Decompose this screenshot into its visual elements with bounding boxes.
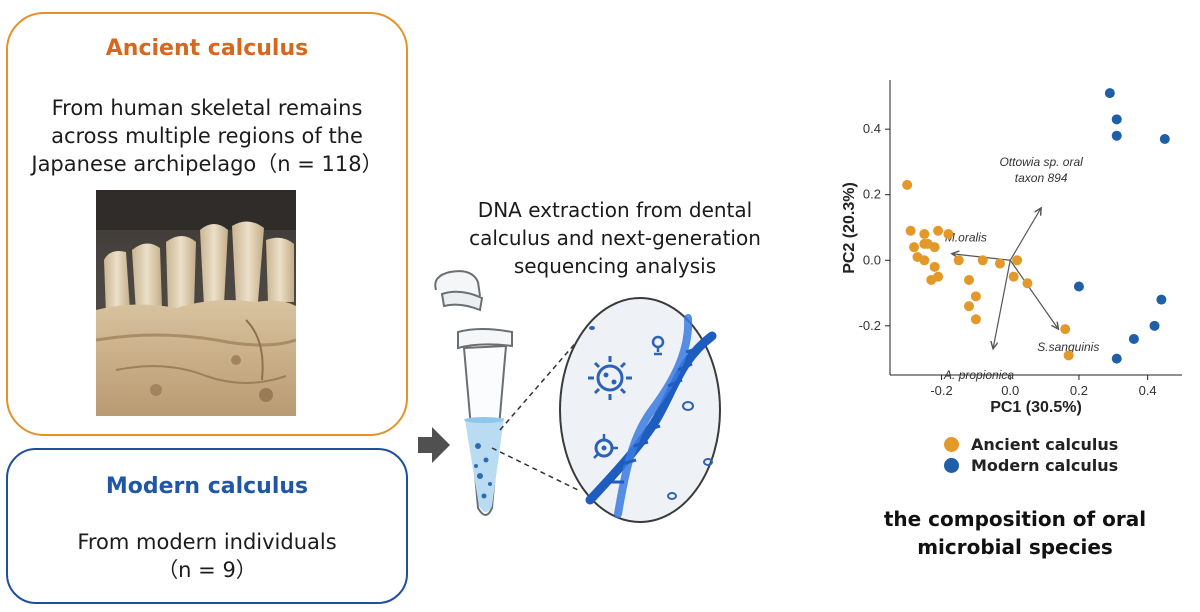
- loading-label: M.oralis: [945, 231, 987, 245]
- modern-calculus-title: Modern calculus: [105, 474, 309, 499]
- process-line-2: calculus and next-generation: [469, 226, 761, 250]
- ancient-desc-line-3: Japanese archipelago（n = 118）: [31, 152, 383, 176]
- right-arrow-icon: [418, 427, 450, 463]
- legend-modern-label: Modern calculus: [971, 456, 1119, 475]
- ancient-data-point: [933, 225, 944, 236]
- ancient-data-point: [970, 291, 981, 302]
- x-axis-ticks: -0.2 0.0 0.2 0.4: [930, 375, 1157, 398]
- ancient-data-point: [933, 271, 944, 282]
- y-tick-label: -0.2: [859, 318, 881, 333]
- modern-data-point: [1149, 320, 1160, 331]
- ancient-data-point: [1008, 271, 1019, 282]
- y-tick-label: 0.2: [863, 187, 881, 202]
- modern-data-point: [1111, 130, 1122, 141]
- skeletal-teeth-photo: [96, 190, 296, 416]
- loading-vectors: Ottowia sp. oral taxon 894M.oralisS.sangu…: [943, 155, 1099, 382]
- y-axis-ticks: 0.4 0.2 0.0 -0.2: [859, 121, 890, 333]
- modern-calculus-description: From modern individuals （n = 9）: [8, 528, 406, 584]
- ancient-data-point: [1063, 350, 1074, 361]
- sequencing-illustration: [434, 270, 721, 523]
- virus-icon: [588, 356, 632, 400]
- modern-calculus-panel: Modern calculus From modern individuals …: [6, 448, 408, 604]
- legend-modern-marker: [944, 458, 959, 473]
- legend-ancient: Ancient calculus: [944, 435, 1118, 454]
- caption-line-2: microbial species: [917, 535, 1113, 559]
- loading-arrow: [1009, 259, 1058, 329]
- x-tick-label: -0.2: [930, 383, 952, 398]
- loading-label: A. propionica: [943, 368, 1014, 382]
- y-tick-label: 0.4: [863, 121, 881, 136]
- legend-ancient-marker: [944, 437, 959, 452]
- modern-desc-line-1: From modern individuals: [77, 530, 337, 554]
- ancient-data-point: [964, 274, 975, 285]
- loading-label: Ottowia sp. oral: [999, 155, 1083, 169]
- ancient-calculus-panel: Ancient calculus From human skeletal rem…: [6, 12, 408, 436]
- caption-line-1: the composition of oral: [883, 507, 1147, 531]
- ancient-calculus-description: From human skeletal remains across multi…: [8, 94, 406, 178]
- ancient-data-point: [943, 229, 954, 240]
- process-description: DNA extraction from dental calculus and …: [440, 196, 790, 280]
- modern-desc-line-2: （n = 9）: [157, 558, 257, 582]
- ancient-data-point: [953, 255, 964, 266]
- data-points: [902, 88, 1170, 364]
- pca-scatter-chart: -0.2 0.0 0.2 0.4 0.4 0.2 0.0 -0.2 Ottowia sp. …: [841, 80, 1182, 416]
- ancient-data-point: [929, 261, 940, 272]
- legend-ancient-label: Ancient calculus: [971, 435, 1119, 454]
- loading-arrow: [993, 260, 1011, 349]
- ancient-data-point: [929, 242, 940, 253]
- ancient-data-point: [902, 179, 913, 190]
- loading-label: S.sanguinis: [1037, 340, 1099, 354]
- ancient-data-point: [905, 225, 916, 236]
- loading-arrow: [1009, 208, 1041, 261]
- modern-data-point: [1104, 88, 1115, 99]
- ancient-data-point: [1022, 278, 1033, 289]
- modern-data-point: [1128, 333, 1139, 344]
- loading-label-line-2: taxon 894: [1015, 171, 1068, 185]
- ancient-data-point: [909, 242, 920, 253]
- ancient-data-point: [977, 255, 988, 266]
- ancient-data-point: [919, 255, 930, 266]
- modern-data-point: [1156, 294, 1167, 305]
- microtube-icon: [434, 270, 513, 516]
- y-axis-label: PC2 (20.3%): [841, 182, 858, 274]
- ancient-data-point: [1012, 255, 1023, 266]
- modern-data-point: [1159, 134, 1170, 144]
- ancient-data-point: [970, 314, 981, 325]
- ancient-desc-line-1: From human skeletal remains: [51, 96, 363, 120]
- process-line-3: sequencing analysis: [513, 254, 717, 278]
- dna-helix-icon: [585, 314, 717, 518]
- figure-caption: the composition of oral microbial specie…: [848, 505, 1182, 561]
- ancient-calculus-title: Ancient calculus: [105, 36, 309, 61]
- ancient-data-point: [919, 229, 930, 240]
- ancient-data-point: [994, 258, 1005, 269]
- x-tick-label: 0.0: [1001, 383, 1019, 398]
- ancient-desc-line-2: across multiple regions of the: [51, 124, 363, 148]
- bacteria-icon: [589, 326, 713, 500]
- legend-modern: Modern calculus: [944, 456, 1118, 475]
- x-tick-label: 0.4: [1139, 383, 1157, 398]
- x-tick-label: 0.2: [1070, 383, 1088, 398]
- x-axis-label: PC1 (30.5%): [990, 399, 1082, 416]
- process-line-1: DNA extraction from dental: [477, 198, 753, 222]
- ancient-data-point: [1060, 324, 1071, 335]
- ancient-data-point: [964, 301, 975, 312]
- modern-data-point: [1073, 281, 1084, 292]
- y-tick-label: 0.0: [863, 252, 881, 267]
- modern-data-point: [1111, 353, 1122, 364]
- modern-data-point: [1111, 114, 1122, 125]
